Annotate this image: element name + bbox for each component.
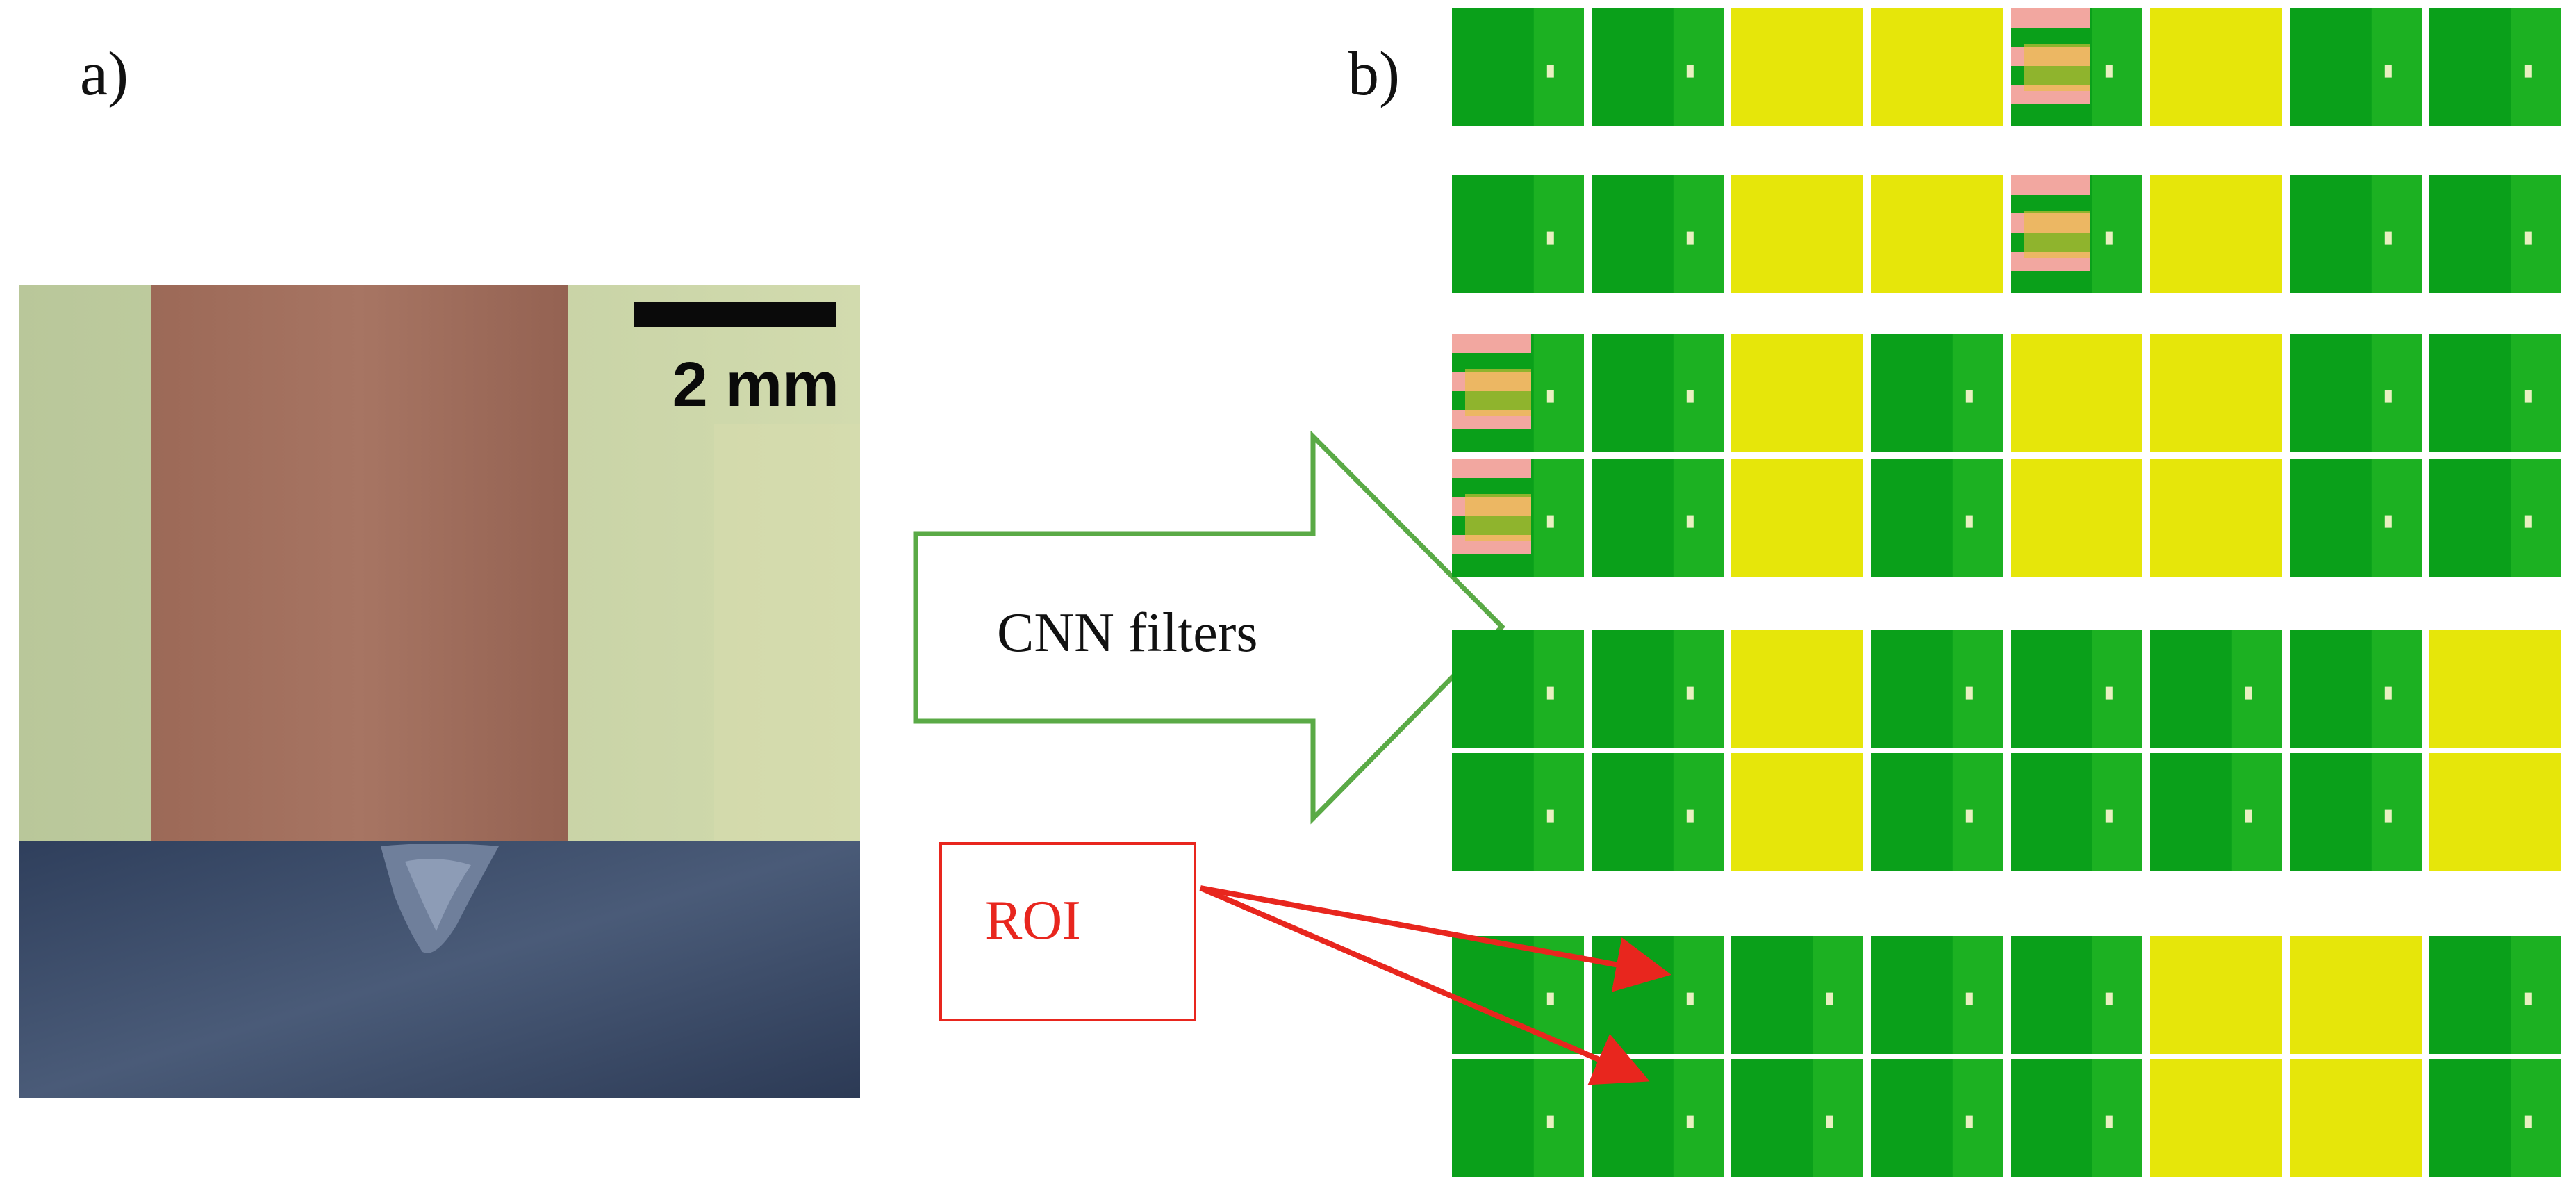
feature-map-cell xyxy=(1731,630,1863,748)
feature-map-cell xyxy=(1452,175,1584,293)
feature-map-cell xyxy=(2011,630,2142,748)
feature-map-cell xyxy=(1871,334,2003,452)
scale-bar-label: 2 mm xyxy=(672,349,839,420)
feature-map-cell xyxy=(2150,459,2282,577)
feature-map-cell xyxy=(1592,630,1724,748)
feature-map-cell xyxy=(2429,334,2561,452)
feature-map-cell xyxy=(1871,936,2003,1054)
feature-map-cell xyxy=(1731,753,1863,871)
feature-map-cell xyxy=(2290,8,2422,126)
feature-map-cell xyxy=(1731,334,1863,452)
feature-map-grid xyxy=(1452,8,2561,1177)
weld-photograph: 2 mm xyxy=(19,285,860,1098)
feature-map-cell xyxy=(1731,175,1863,293)
panel-a-label: a) xyxy=(80,40,129,108)
feature-map-cell xyxy=(1731,1059,1863,1177)
feature-map-cell xyxy=(2290,630,2422,748)
feature-map-cell xyxy=(1452,334,1584,452)
feature-map-cell xyxy=(2011,1059,2142,1177)
feature-map-cell xyxy=(2290,753,2422,871)
feature-map-cell xyxy=(1731,936,1863,1054)
feature-map-cell xyxy=(2429,630,2561,748)
feature-map-cell xyxy=(2150,630,2282,748)
feature-map-cell xyxy=(2290,459,2422,577)
feature-map-cell xyxy=(2290,936,2422,1054)
feature-map-cell xyxy=(2011,459,2142,577)
roi-arrow-1 xyxy=(1200,885,1671,992)
feature-map-cell xyxy=(2429,8,2561,126)
feature-map-cell xyxy=(2150,753,2282,871)
feature-map-cell xyxy=(1731,8,1863,126)
feature-map-cell xyxy=(1592,175,1724,293)
feature-map-cell xyxy=(2290,334,2422,452)
feature-map-cell xyxy=(1452,630,1584,748)
feature-map-cell xyxy=(1871,630,2003,748)
feature-map-cell xyxy=(2011,8,2142,126)
cnn-arrow xyxy=(913,431,1505,825)
roi-box xyxy=(939,842,1196,1021)
feature-map-cell xyxy=(1452,8,1584,126)
feature-map-cell xyxy=(2011,753,2142,871)
feature-map-cell xyxy=(2150,175,2282,293)
feature-map-cell xyxy=(2150,1059,2282,1177)
feature-map-cell xyxy=(2429,1059,2561,1177)
feature-map-cell xyxy=(1452,459,1584,577)
feature-map-cell xyxy=(1592,334,1724,452)
feature-map-cell xyxy=(2150,334,2282,452)
feature-map-cell xyxy=(1871,8,2003,126)
feature-map-cell xyxy=(2429,459,2561,577)
feature-map-cell xyxy=(1871,1059,2003,1177)
feature-map-cell xyxy=(2011,334,2142,452)
feature-map-cell xyxy=(1592,459,1724,577)
feature-map-cell xyxy=(2150,936,2282,1054)
feature-map-cell xyxy=(2429,936,2561,1054)
feature-map-cell xyxy=(2011,175,2142,293)
panel-b-label: b) xyxy=(1348,40,1400,108)
right-pad xyxy=(714,424,860,841)
feature-map-cell xyxy=(1452,753,1584,871)
feature-map-cell xyxy=(1592,753,1724,871)
feature-map-cell xyxy=(1871,175,2003,293)
cnn-arrow-label: CNN filters xyxy=(997,602,1258,664)
roi-arrow-2 xyxy=(1199,885,1650,1085)
feature-map-cell xyxy=(1592,8,1724,126)
feature-map-cell xyxy=(1871,459,2003,577)
feature-map-cell xyxy=(2150,8,2282,126)
feature-map-cell xyxy=(2290,175,2422,293)
copper-strip xyxy=(151,285,568,841)
scale-bar xyxy=(634,302,836,327)
feature-map-cell xyxy=(2429,175,2561,293)
feature-map-cell xyxy=(1731,459,1863,577)
feature-map-cell xyxy=(1452,1059,1584,1177)
roi-label: ROI xyxy=(985,890,1081,951)
feature-map-cell xyxy=(1871,753,2003,871)
feature-map-cell xyxy=(2011,936,2142,1054)
feature-map-cell xyxy=(2290,1059,2422,1177)
feature-map-cell xyxy=(2429,753,2561,871)
